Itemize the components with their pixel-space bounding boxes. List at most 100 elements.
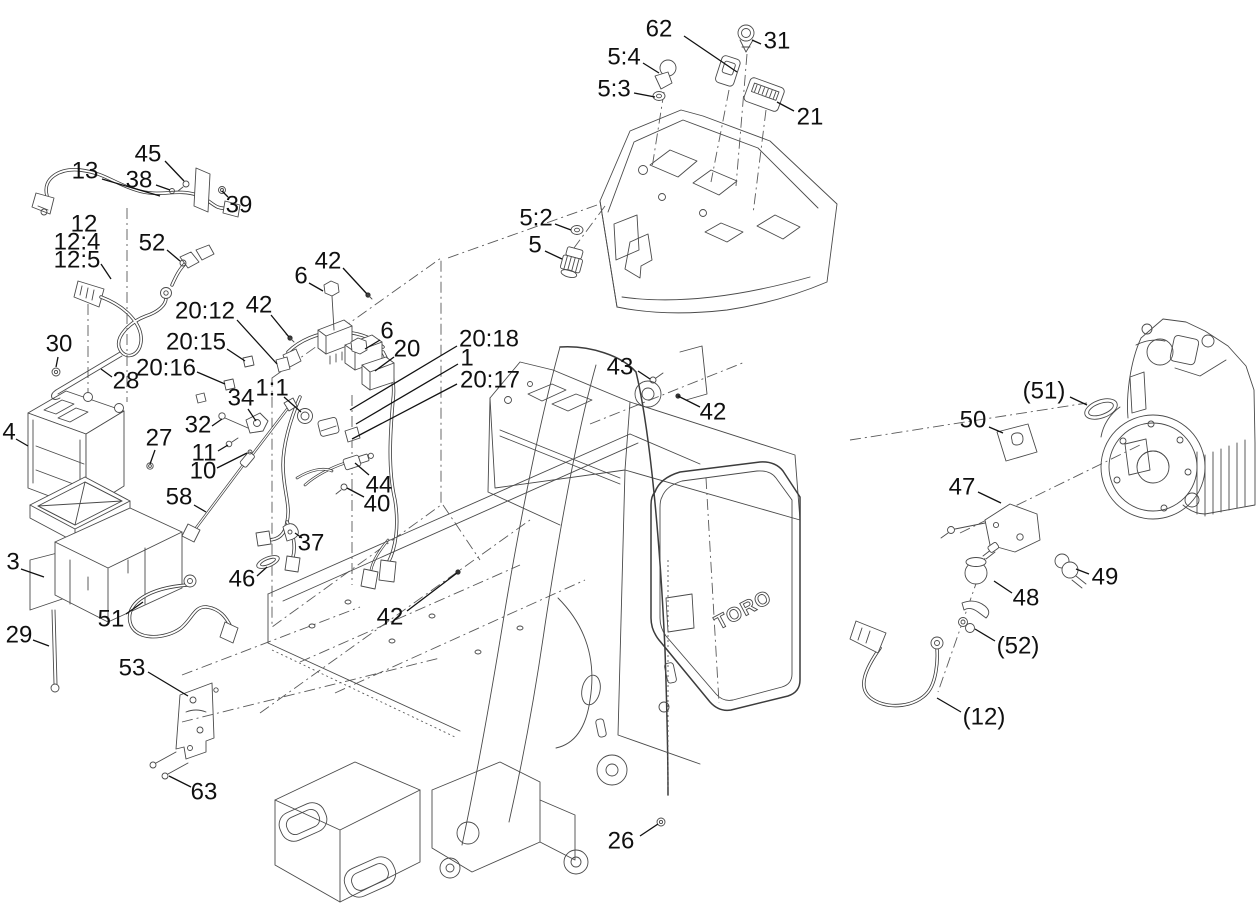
callout-47: 47 [949, 474, 1002, 504]
callout-42: 42 [246, 292, 290, 338]
svg-text:42: 42 [315, 248, 342, 275]
callout-6: 6 [364, 318, 394, 350]
svg-text:42: 42 [377, 604, 404, 631]
callout-11: 11 [192, 440, 229, 467]
svg-text:62: 62 [646, 16, 673, 43]
hex-plug-6a-drawing [323, 280, 340, 331]
svg-text:53: 53 [119, 655, 146, 682]
svg-text:44: 44 [366, 472, 393, 499]
svg-text:31: 31 [764, 28, 791, 55]
ground-cable-51-drawing [127, 574, 239, 644]
callout-30: 30 [46, 331, 73, 368]
callout-49: 49 [1075, 564, 1118, 591]
terminal-2012-drawing [275, 356, 291, 373]
callout-58: 58 [166, 484, 207, 513]
svg-text:10: 10 [190, 458, 217, 485]
svg-text:5:3: 5:3 [597, 76, 630, 103]
bolt-26-drawing [656, 817, 666, 827]
svg-text:TORO: TORO [711, 586, 776, 634]
callout-42: 42 [677, 395, 726, 426]
callout-20: 20 [374, 336, 421, 372]
machine-frame-drawing [267, 345, 801, 903]
clip-2015-drawing [242, 355, 255, 368]
callout-34: 34 [228, 385, 257, 422]
callout-5-2: 5:2 [519, 205, 572, 232]
switch-62-drawing [715, 55, 741, 87]
clip-2016-drawing [195, 378, 236, 404]
callout-31: 31 [751, 28, 791, 55]
callout-51: 51 [98, 601, 144, 633]
callout-26: 26 [608, 823, 659, 855]
callout-20-12: 20:12 [175, 298, 278, 365]
callout-44: 44 [354, 462, 393, 499]
svg-text:11: 11 [192, 440, 217, 467]
callout-42: 42 [315, 248, 368, 295]
svg-text:1:1: 1:1 [255, 375, 288, 402]
callout-3: 3 [6, 549, 45, 578]
callout-27: 27 [146, 425, 173, 465]
bolt-32-drawing [218, 412, 249, 429]
svg-text:20:17: 20:17 [460, 367, 520, 394]
svg-text:20: 20 [394, 336, 421, 363]
fuel-pump-48-drawing [964, 542, 1000, 585]
svg-text:30: 30 [46, 331, 73, 358]
clamp-37-drawing [282, 523, 299, 542]
callout-6: 6 [294, 263, 324, 292]
svg-text:47: 47 [949, 474, 976, 501]
callout-63: 63 [168, 775, 218, 806]
svg-text:29: 29 [6, 622, 33, 649]
svg-text:12:5: 12:5 [54, 247, 101, 274]
svg-text:38: 38 [126, 167, 153, 194]
callout-12: 12 [71, 211, 98, 238]
callout-5-4: 5:4 [607, 44, 660, 74]
svg-text:27: 27 [146, 425, 173, 452]
callout-43: 43 [607, 354, 651, 381]
svg-text:20:18: 20:18 [459, 326, 519, 353]
callout-5-3: 5:3 [597, 76, 656, 103]
svg-text:63: 63 [191, 779, 218, 806]
callout-42: 42 [377, 572, 458, 631]
svg-text:43: 43 [607, 354, 634, 381]
callout-20-16: 20:16 [136, 355, 226, 385]
svg-text:46: 46 [229, 566, 256, 593]
svg-text:28: 28 [113, 368, 140, 395]
washer-27-drawing [146, 462, 154, 470]
battery-box-3-drawing [29, 507, 183, 623]
callout-4: 4 [2, 419, 29, 447]
svg-text:(51): (51) [1023, 378, 1066, 405]
toro-logo: TORO [711, 586, 776, 635]
svg-text:1: 1 [460, 345, 473, 372]
svg-text:40: 40 [364, 491, 391, 518]
washer-5-3-drawing [652, 91, 666, 101]
callout-52: (52) [974, 628, 1039, 660]
callout-20-18: 20:18 [349, 326, 519, 411]
callout-20-17: 20:17 [351, 367, 520, 440]
callout-45: 45 [135, 141, 185, 182]
screws-63-drawing [149, 751, 189, 780]
svg-text:37: 37 [298, 530, 325, 557]
callout-21: 21 [776, 101, 824, 131]
svg-text:26: 26 [608, 828, 635, 855]
callout-1-1: 1:1 [255, 375, 302, 413]
svg-text:52: 52 [139, 230, 166, 257]
callout-12-5: 12:5 [54, 247, 112, 280]
cable-loop-51-drawing [1084, 398, 1118, 420]
callout-28: 28 [100, 368, 140, 395]
callout-62: 62 [646, 16, 738, 73]
callout-10: 10 [190, 452, 248, 485]
svg-text:20:16: 20:16 [136, 355, 196, 382]
svg-text:21: 21 [797, 104, 824, 131]
engine-drawing [1100, 318, 1256, 520]
svg-text:50: 50 [960, 407, 987, 434]
callout-53: 53 [119, 655, 189, 697]
svg-text:34: 34 [228, 385, 255, 412]
wire-harness-20-drawing [255, 319, 399, 590]
svg-text:32: 32 [185, 412, 212, 439]
callout-48: 48 [993, 580, 1039, 612]
hold-down-rod-28-drawing [51, 351, 123, 400]
callout-32: 32 [185, 412, 223, 439]
svg-text:5:4: 5:4 [607, 44, 640, 71]
svg-text:58: 58 [166, 484, 193, 511]
hex-plug-6b-drawing [350, 337, 368, 355]
svg-text:42: 42 [246, 292, 273, 319]
